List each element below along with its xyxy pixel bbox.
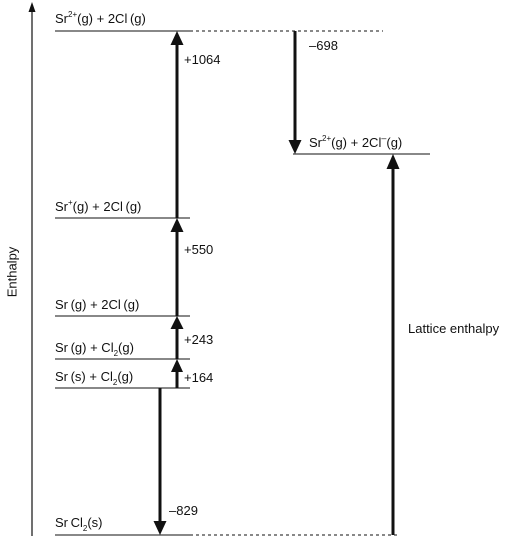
level-label-sr2-2cl: Sr2+(g) + 2Cl (g) xyxy=(55,10,146,26)
arrow-550-head xyxy=(170,218,184,232)
level-label-srplus-2cl: Sr+(g) + 2Cl (g) xyxy=(55,198,141,214)
level-label-sr2-2clminus: Sr2+(g) + 2Cl–(g) xyxy=(309,133,402,150)
arrow-lattice-label: Lattice enthalpy xyxy=(408,321,500,336)
arrow-698-label: –698 xyxy=(309,38,338,53)
level-label-sr-s-cl2: Sr (s) + Cl2(g) xyxy=(55,369,133,387)
enthalpy-axis-arrowhead xyxy=(28,2,36,12)
enthalpy-axis-label: Enthalpy xyxy=(4,246,19,297)
arrow-243-head xyxy=(170,316,184,329)
arrow-698-head xyxy=(288,140,302,154)
level-label-sr-g-2cl: Sr (g) + 2Cl (g) xyxy=(55,297,139,312)
level-label-sr-g-cl2: Sr (g) + Cl2(g) xyxy=(55,340,134,358)
level-label-srcl2-s: Sr Cl2(s) xyxy=(55,515,103,533)
arrow-164-label: +164 xyxy=(184,370,213,385)
arrow-1064-label: +1064 xyxy=(184,52,221,67)
arrow-829-label: –829 xyxy=(169,503,198,518)
arrow-550-label: +550 xyxy=(184,242,213,257)
arrow-164-head xyxy=(171,359,183,372)
arrow-829-head xyxy=(153,521,167,535)
arrow-1064-head xyxy=(170,31,184,45)
arrow-243-label: +243 xyxy=(184,332,213,347)
arrow-lattice-head xyxy=(386,154,400,169)
